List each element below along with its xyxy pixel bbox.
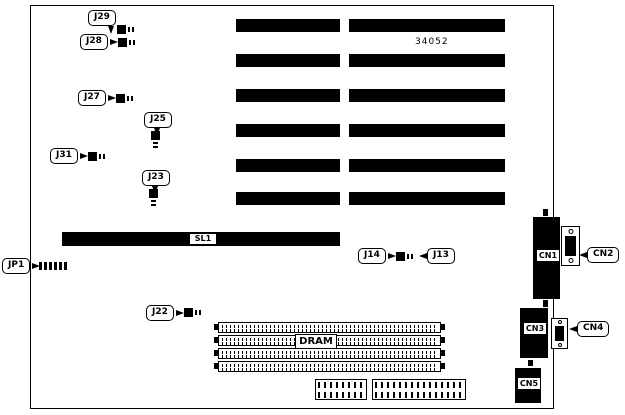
cn1-label: CN1	[536, 249, 560, 262]
dram-label: DRAM	[295, 334, 337, 349]
mounting-pin	[543, 300, 548, 307]
cn3-label: CN3	[523, 322, 547, 335]
callout-j23: J23	[142, 170, 170, 186]
slot-sl1-label: SL1	[189, 233, 217, 245]
jumper-j28-icon	[118, 38, 136, 47]
callout-j27-pointer	[108, 95, 116, 101]
callout-j13: J13	[427, 248, 455, 264]
pin-header	[315, 379, 367, 400]
callout-j25-pointer	[154, 128, 160, 136]
jumper-jp1-icon	[39, 262, 69, 270]
callout-cn4: CN4	[577, 321, 610, 337]
connector-cn4	[551, 318, 568, 349]
mounting-pin	[528, 360, 533, 366]
isa-slot	[236, 159, 340, 172]
callout-j27: J27	[78, 90, 106, 106]
callout-j14-pointer	[388, 253, 396, 259]
isa-slot	[349, 159, 505, 172]
screw-icon	[557, 320, 562, 324]
screw-icon	[557, 343, 562, 347]
isa-slot	[236, 19, 340, 32]
dram-socket	[214, 322, 445, 333]
callout-cn2: CN2	[587, 247, 620, 263]
isa-slot	[236, 192, 340, 205]
jumper-j22-icon	[184, 308, 202, 317]
callout-j22: J22	[146, 305, 174, 321]
jumper-j23-icon	[149, 189, 158, 207]
connector-cn2	[561, 226, 580, 266]
isa-slot	[349, 54, 505, 67]
jumper-j14-icon	[396, 252, 414, 261]
callout-j14: J14	[358, 248, 386, 264]
isa-slot	[236, 89, 340, 102]
callout-j23-pointer	[152, 186, 158, 194]
callout-j28-pointer	[110, 39, 118, 45]
isa-slot	[236, 54, 340, 67]
part-number: 34052	[415, 37, 449, 47]
jumper-j27-icon	[116, 94, 134, 103]
isa-slot	[349, 89, 505, 102]
mounting-pin	[543, 209, 548, 216]
cn5-label: CN5	[517, 377, 541, 390]
pin-header	[372, 379, 466, 400]
callout-j25: J25	[144, 112, 172, 128]
callout-j28: J28	[80, 34, 108, 50]
callout-j31-pointer	[80, 153, 88, 159]
jumper-j25-icon	[151, 131, 160, 149]
dram-socket	[214, 348, 445, 359]
isa-slot	[236, 124, 340, 137]
cn4-body	[555, 326, 564, 341]
jumper-j29-icon	[117, 25, 135, 34]
isa-slot	[349, 19, 505, 32]
screw-icon	[568, 229, 573, 234]
callout-j13-pointer	[419, 253, 427, 259]
jumper-j31-icon	[88, 152, 106, 161]
callout-cn4-pointer	[569, 326, 577, 332]
callout-cn2-pointer	[579, 252, 587, 258]
callout-jp1: JP1	[2, 258, 31, 274]
isa-slot	[349, 124, 505, 137]
callout-j22-pointer	[176, 310, 184, 316]
dram-socket	[214, 361, 445, 372]
cn2-body	[565, 236, 576, 256]
callout-jp1-pointer	[32, 263, 40, 269]
callout-j29-pointer	[108, 26, 114, 34]
callout-j31: J31	[50, 148, 78, 164]
isa-slot	[349, 192, 505, 205]
callout-j29: J29	[88, 10, 116, 26]
screw-icon	[568, 258, 573, 263]
